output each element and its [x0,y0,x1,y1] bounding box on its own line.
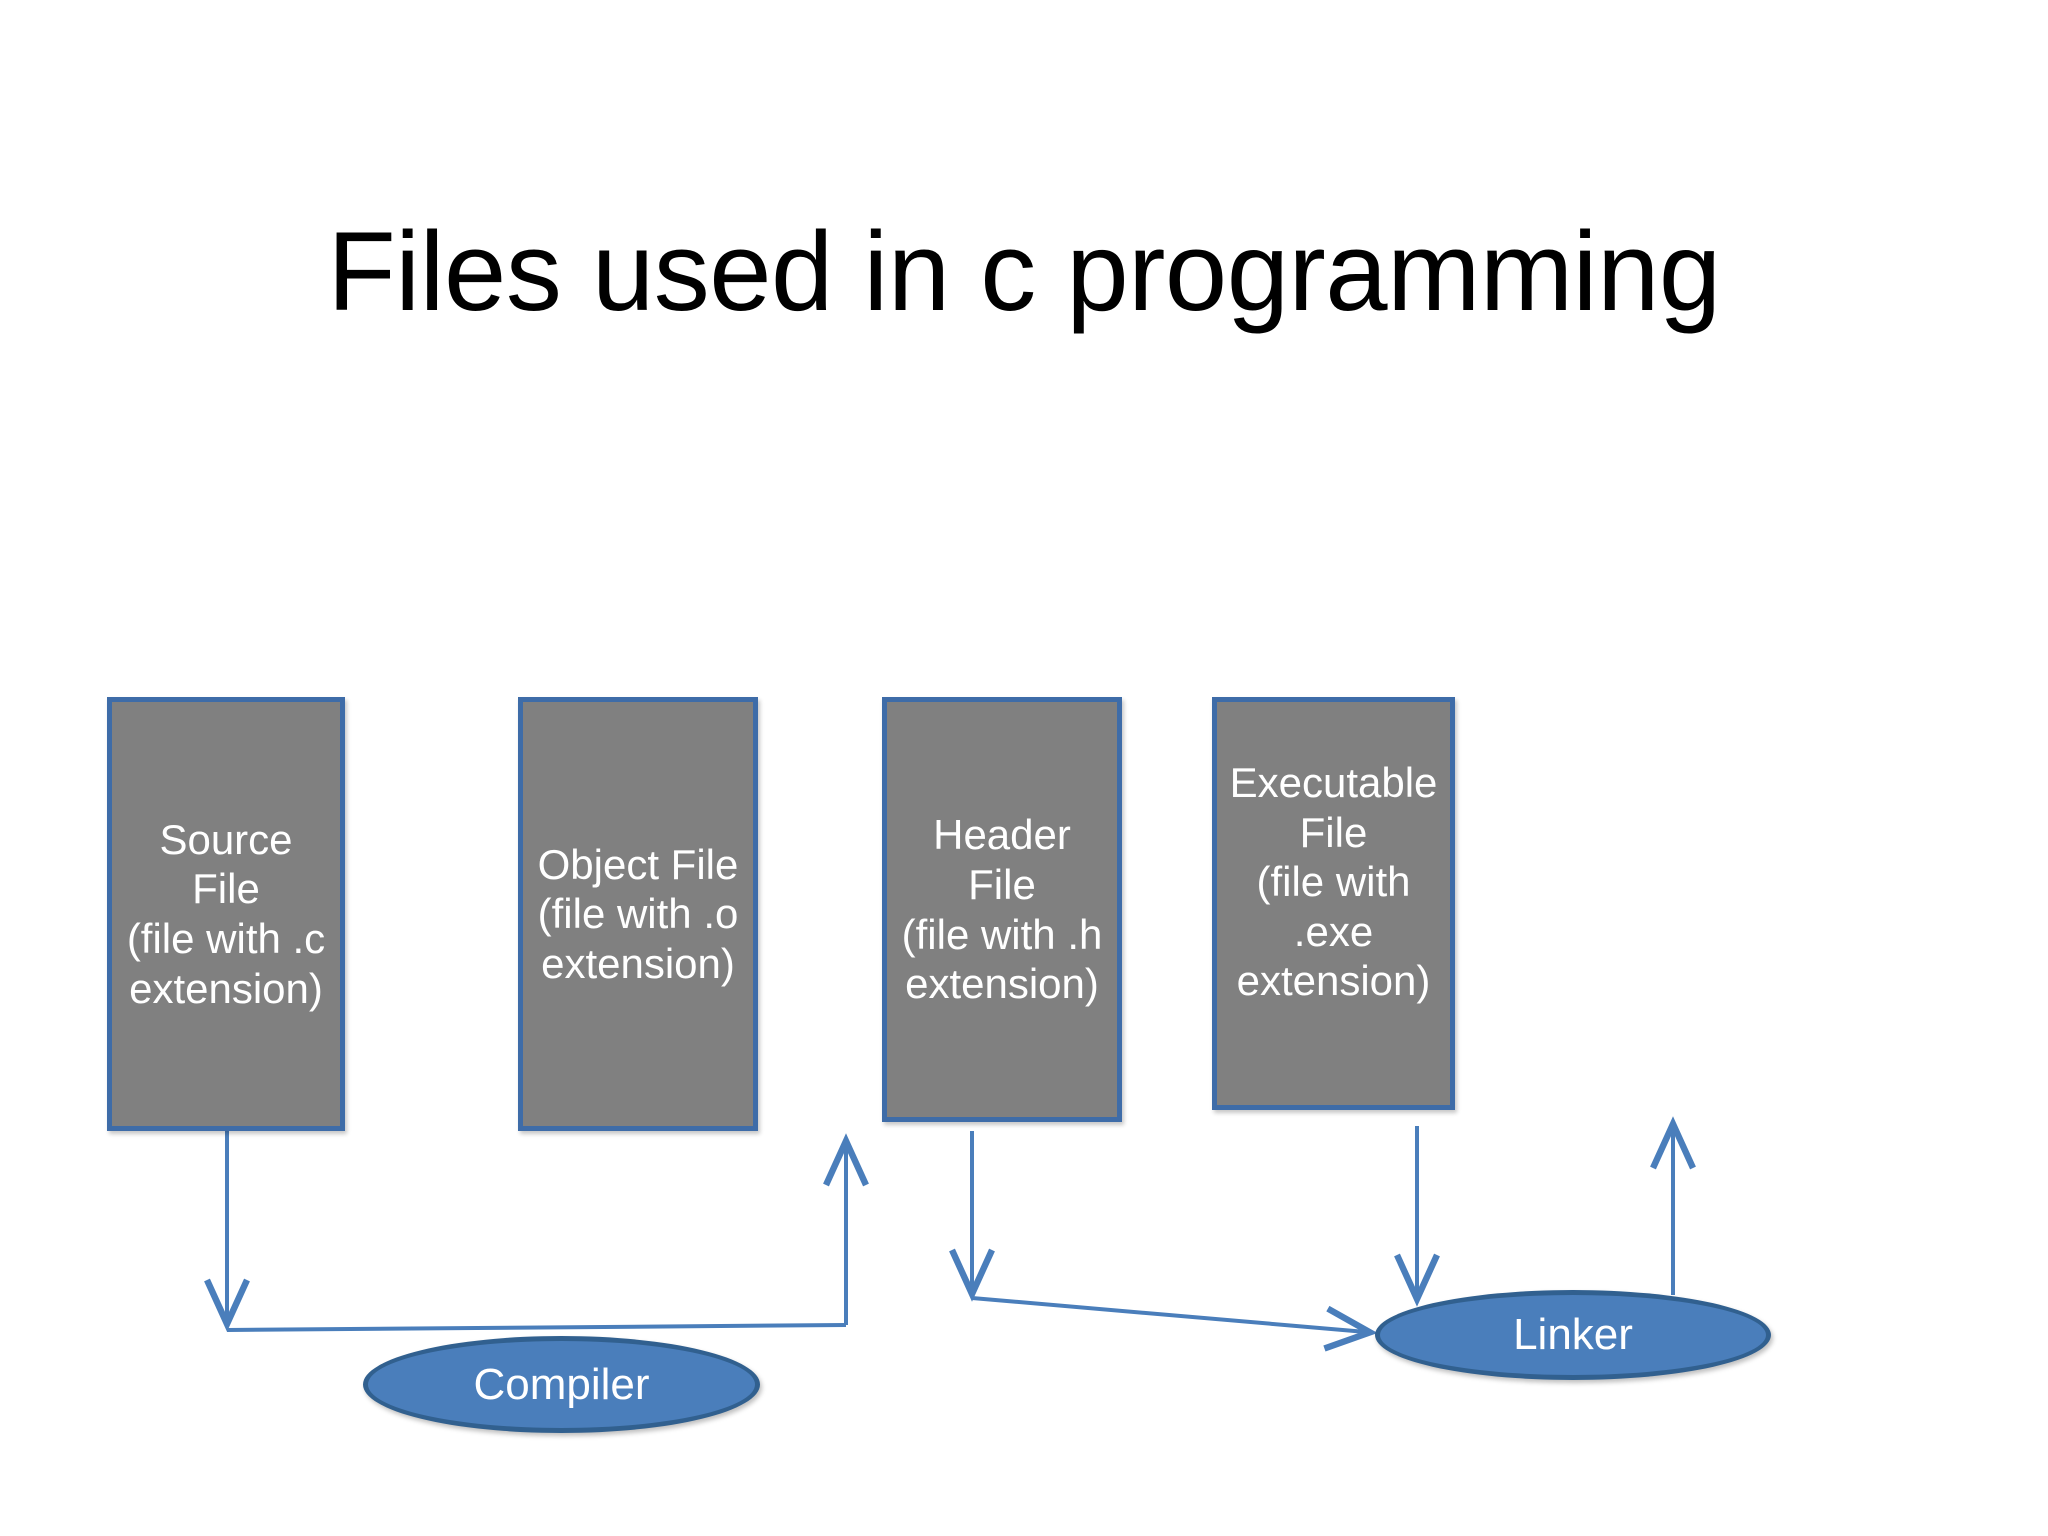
box-header-file-label: Header File (file with .h extension) [901,811,1103,1008]
box-header-file[interactable]: Header File (file with .h extension) [882,697,1122,1122]
box-executable-file-label: Executable File (file with .exe extensio… [1229,759,1438,1005]
box-source-file[interactable]: Source File (file with .c extension) [107,697,345,1131]
ellipse-compiler-label: Compiler [473,1359,650,1409]
ellipse-compiler[interactable]: Compiler [363,1336,760,1433]
edge-object-to-linker [949,1131,1378,1352]
page-title: Files used in c programming [327,209,1721,335]
box-object-file[interactable]: Object File (file with .o extension) [518,697,758,1131]
ellipse-linker-label: Linker [1513,1310,1633,1359]
ellipse-linker[interactable]: Linker [1375,1290,1771,1380]
box-source-file-label: Source File (file with .c extension) [126,815,326,1012]
box-object-file-label: Object File (file with .o extension) [537,840,739,987]
box-executable-file[interactable]: Executable File (file with .exe extensio… [1212,697,1455,1110]
edge-source-to-compiler [204,1131,847,1332]
